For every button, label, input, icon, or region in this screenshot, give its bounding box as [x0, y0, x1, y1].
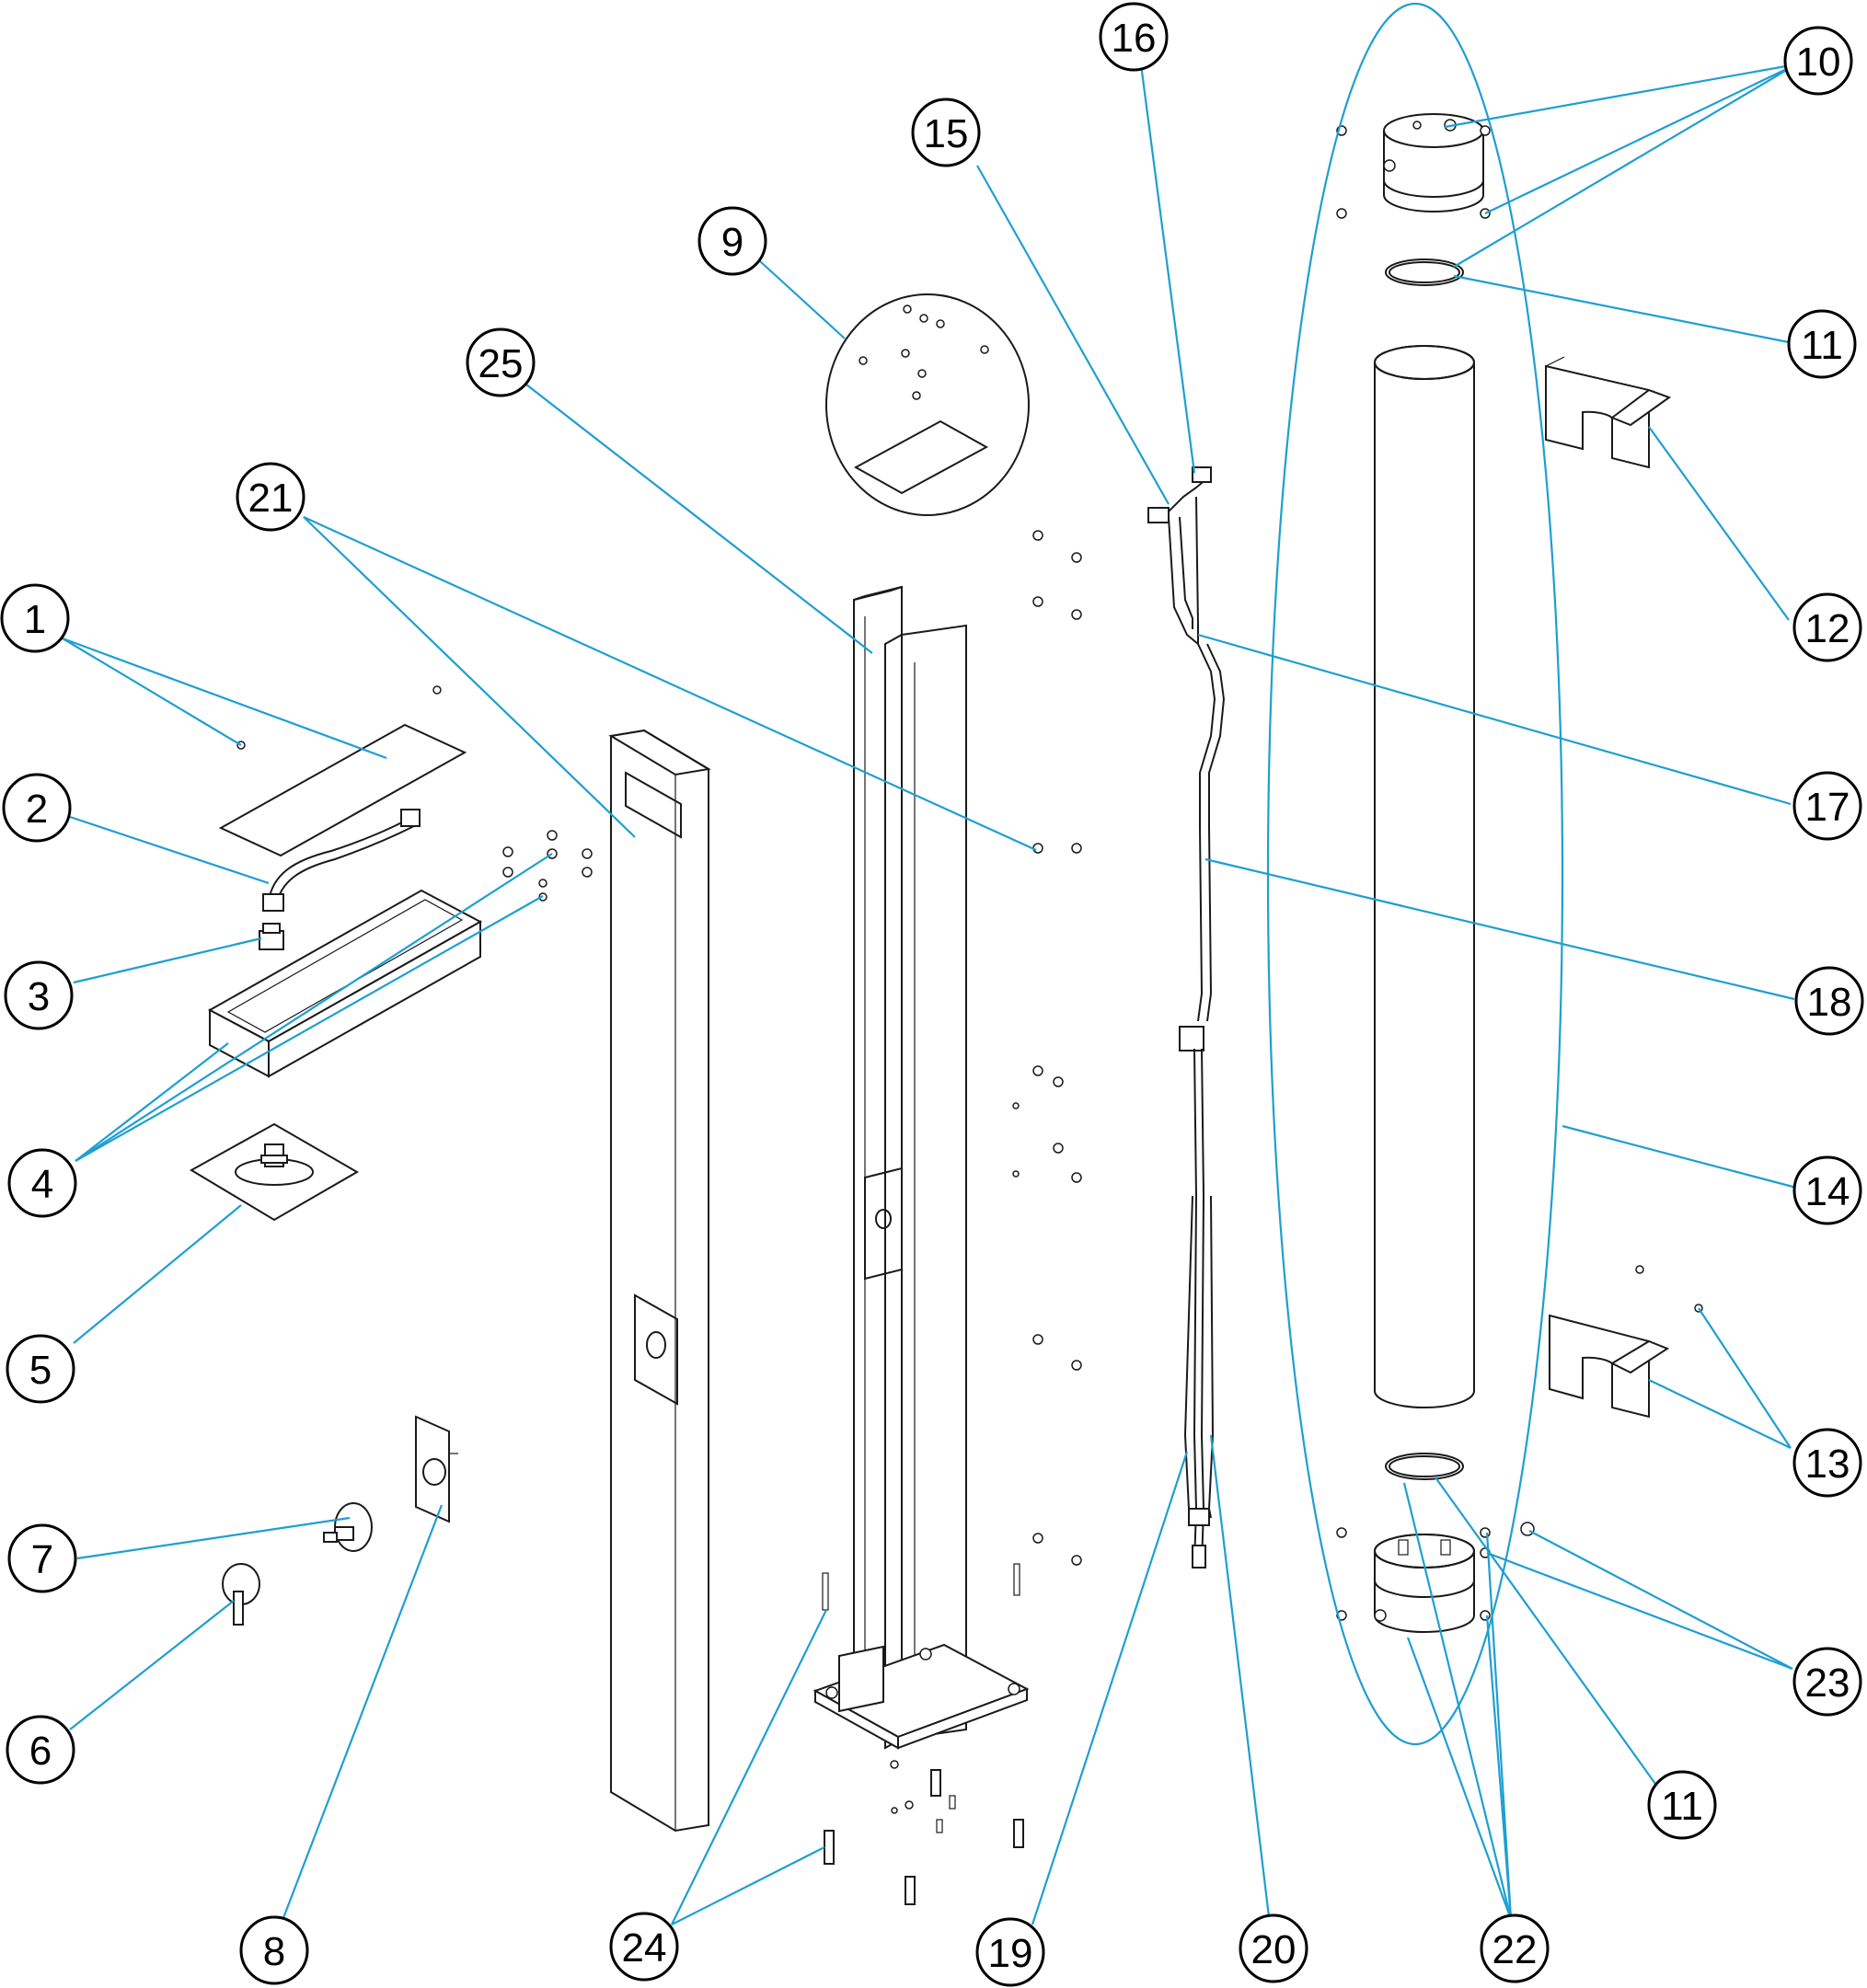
svg-text:11: 11	[1801, 323, 1843, 368]
callout-24: 24	[609, 1912, 679, 1982]
part-shower-head	[190, 1122, 359, 1222]
callout-13: 13	[1792, 1428, 1862, 1498]
svg-text:4: 4	[31, 1162, 53, 1207]
part-lower-bracket	[1549, 1265, 1703, 1419]
svg-text:19: 19	[988, 1931, 1033, 1976]
part-shower-box	[207, 830, 593, 1078]
callout-21: 21	[236, 462, 305, 532]
svg-text:15: 15	[924, 111, 969, 156]
svg-text:10: 10	[1796, 40, 1841, 85]
svg-text:14: 14	[1805, 1169, 1850, 1214]
callout-1: 1	[0, 583, 70, 653]
svg-text:7: 7	[31, 1537, 53, 1582]
callout-6: 6	[6, 1715, 75, 1785]
part-valve-plate	[415, 1415, 458, 1523]
svg-text:13: 13	[1805, 1442, 1850, 1487]
callout-14: 14	[1792, 1155, 1862, 1225]
svg-text:5: 5	[29, 1348, 52, 1393]
part-anchor-bolts	[824, 1760, 1024, 1905]
callout-22: 22	[1480, 1913, 1550, 1983]
part-internal-piping	[1147, 466, 1226, 1569]
svg-text:6: 6	[29, 1729, 52, 1774]
svg-text:8: 8	[263, 1929, 285, 1974]
svg-text:24: 24	[622, 1925, 667, 1971]
callout-17: 17	[1792, 771, 1862, 841]
callout-20: 20	[1239, 1913, 1308, 1983]
part-frame-screws	[822, 530, 1082, 1611]
svg-text:25: 25	[478, 341, 524, 386]
callout-12: 12	[1792, 592, 1862, 662]
svg-text:2: 2	[26, 787, 48, 832]
part-column-tube-assembly	[1266, 2, 1564, 1746]
callout-2: 2	[2, 773, 72, 843]
callout-4: 4	[7, 1148, 77, 1218]
part-flexible-hose	[262, 809, 421, 912]
part-column-frame	[812, 585, 1030, 1750]
callout-3: 3	[4, 960, 74, 1030]
callout-5: 5	[6, 1334, 75, 1404]
svg-text:16: 16	[1112, 16, 1157, 61]
svg-text:1: 1	[24, 597, 46, 642]
part-mixer-cartridge	[323, 1502, 373, 1552]
svg-text:18: 18	[1807, 980, 1852, 1025]
callout-11-top: 11	[1787, 309, 1857, 379]
svg-text:21: 21	[248, 476, 294, 521]
part-fitting	[259, 923, 284, 950]
svg-text:11: 11	[1661, 1784, 1703, 1829]
part-top-cap-plate	[825, 293, 1030, 516]
callout-9: 9	[697, 206, 767, 276]
svg-text:12: 12	[1805, 606, 1850, 651]
part-lever-handle	[222, 1563, 260, 1626]
part-upper-bracket	[1545, 356, 1672, 469]
callout-8: 8	[239, 1915, 309, 1985]
svg-text:17: 17	[1805, 785, 1850, 830]
leader-lines	[62, 63, 1801, 1925]
callout-15: 15	[911, 98, 981, 167]
part-top-cover-plate	[218, 685, 467, 857]
callout-23: 23	[1792, 1647, 1862, 1717]
callout-11-bottom: 11	[1647, 1770, 1717, 1840]
callout-18: 18	[1794, 966, 1864, 1036]
callout-25: 25	[466, 328, 536, 397]
callout-19: 19	[975, 1917, 1045, 1987]
svg-text:9: 9	[721, 220, 743, 265]
callout-16: 16	[1099, 2, 1169, 72]
callout-10: 10	[1783, 26, 1853, 96]
svg-text:23: 23	[1805, 1660, 1850, 1706]
svg-text:22: 22	[1492, 1927, 1538, 1972]
callout-7: 7	[7, 1523, 77, 1593]
svg-text:3: 3	[28, 974, 50, 1019]
svg-text:20: 20	[1251, 1927, 1297, 1972]
part-front-panel	[608, 729, 711, 1833]
